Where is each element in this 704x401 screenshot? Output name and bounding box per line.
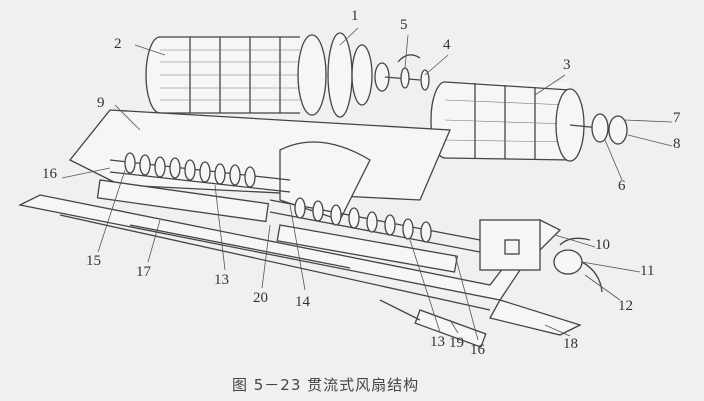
label-19: 19 bbox=[449, 335, 464, 351]
impeller-left bbox=[145, 32, 390, 118]
label-16: 16 bbox=[42, 166, 57, 182]
label-10: 10 bbox=[595, 237, 610, 253]
leader-lines bbox=[61, 27, 673, 341]
label-1: 1 bbox=[351, 8, 359, 24]
label-11: 11 bbox=[640, 263, 655, 279]
label-17: 17 bbox=[136, 264, 151, 280]
label-7: 7 bbox=[673, 110, 681, 126]
impeller-right bbox=[430, 81, 628, 162]
label-20: 20 bbox=[253, 290, 268, 306]
bottom-parts bbox=[379, 299, 582, 348]
label-6: 6 bbox=[618, 178, 626, 194]
figure-caption: 图 5－23 贯流式风扇结构 bbox=[232, 376, 420, 394]
label-14: 14 bbox=[295, 294, 310, 310]
label-15: 15 bbox=[86, 253, 101, 269]
motor bbox=[553, 237, 603, 293]
label-16: 16 bbox=[470, 342, 485, 358]
label-18: 18 bbox=[563, 336, 578, 352]
shaft-assembly bbox=[96, 152, 481, 273]
coupling bbox=[384, 54, 430, 91]
label-4: 4 bbox=[443, 37, 451, 53]
label-3: 3 bbox=[563, 57, 571, 73]
label-8: 8 bbox=[673, 136, 681, 152]
label-13: 13 bbox=[430, 334, 445, 350]
label-5: 5 bbox=[400, 17, 408, 33]
label-12: 12 bbox=[618, 298, 633, 314]
label-13: 13 bbox=[214, 272, 229, 288]
label-9: 9 bbox=[97, 95, 105, 111]
label-2: 2 bbox=[114, 36, 122, 52]
